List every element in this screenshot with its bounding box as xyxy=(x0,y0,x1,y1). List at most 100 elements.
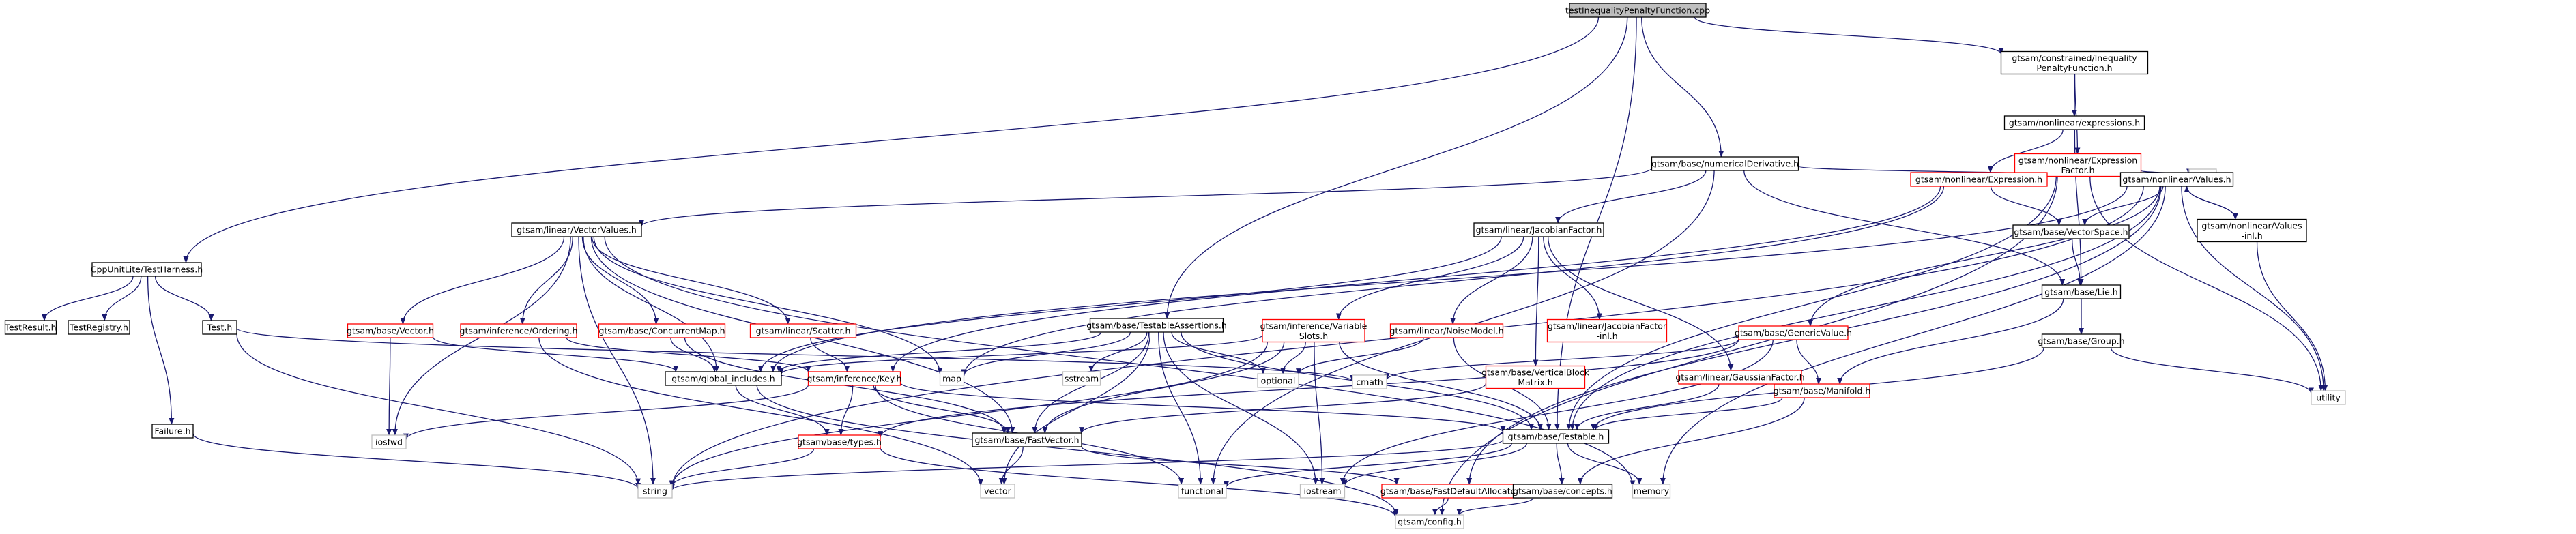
node-fastdefaultallocator[interactable]: gtsam/base/FastDefaultAllocator.h xyxy=(1380,484,1526,499)
node-vectorvalues[interactable]: gtsam/linear/VectorValues.h xyxy=(511,222,642,237)
node-label: gtsam/base/VectorSpace.h xyxy=(2014,227,2128,237)
node-label: PenaltyFunction.h xyxy=(2036,63,2112,73)
node-iosfwd: iosfwd xyxy=(371,434,407,449)
node-concepts[interactable]: gtsam/base/concepts.h xyxy=(1512,484,1613,499)
node-box xyxy=(202,320,237,335)
node-concurrentmap[interactable]: gtsam/base/ConcurrentMap.h xyxy=(598,323,726,338)
node-box xyxy=(1473,222,1604,237)
node-functional: functional xyxy=(1178,484,1227,499)
node-testregistry[interactable]: TestRegistry.h xyxy=(68,320,130,335)
edge-lie-to-manifold xyxy=(1837,298,2064,385)
node-box xyxy=(1352,374,1387,389)
node-testresult[interactable]: TestResult.h xyxy=(4,320,57,335)
node-inf_ordering[interactable]: gtsam/inference/Ordering.h xyxy=(460,323,578,338)
edge-inf_key-to-testable xyxy=(899,382,1506,433)
node-label: gtsam/base/TestableAssertions.h xyxy=(1086,321,1227,331)
node-vectorspace[interactable]: gtsam/base/VectorSpace.h xyxy=(2012,224,2130,239)
node-box xyxy=(2003,115,2145,130)
edge-group-to-utility xyxy=(2110,347,2314,395)
node-numericalderivative[interactable]: gtsam/base/numericalDerivative.h xyxy=(1651,156,1799,171)
node-inf_key[interactable]: gtsam/inference/Key.h xyxy=(807,371,902,386)
node-box xyxy=(1512,484,1613,499)
edge-testableassertions-to-global_includes xyxy=(776,331,1102,372)
node-global_includes[interactable]: gtsam/global_includes.h xyxy=(665,371,782,386)
node-testableassertions[interactable]: gtsam/base/TestableAssertions.h xyxy=(1086,318,1227,333)
edge-constrained_ineq-to-nl_expressionfactor xyxy=(2074,74,2081,155)
node-label: gtsam/nonlinear/expressions.h xyxy=(2009,118,2140,128)
node-box xyxy=(749,323,857,338)
edge-vectorvalues-to-inf_ordering xyxy=(519,236,573,325)
node-box xyxy=(1262,318,1365,343)
node-box xyxy=(1062,371,1101,386)
node-failure_h[interactable]: Failure.h xyxy=(151,424,194,439)
node-nl_expression[interactable]: gtsam/nonlinear/Expression.h xyxy=(1910,172,2048,187)
edge-cppunit_harness-to-testregistry xyxy=(102,276,142,321)
edge-vectorvalues-to-global_includes xyxy=(583,236,720,372)
edge-nl_expressionfactor-to-utility xyxy=(2089,176,2324,391)
node-nl_expressions[interactable]: gtsam/nonlinear/expressions.h xyxy=(2003,115,2145,130)
node-constrained_ineq[interactable]: gtsam/constrained/InequalityPenaltyFunct… xyxy=(2000,50,2149,75)
node-label: gtsam/linear/JacobianFactor xyxy=(1548,321,1667,331)
edge-testableassertions-to-iostream xyxy=(1163,331,1318,485)
node-label: sstream xyxy=(1065,374,1099,384)
edge-inf_key-to-iosfwd xyxy=(403,384,809,441)
node-label: gtsam/inference/Variable xyxy=(1260,321,1367,331)
edge-jacobianfactor-to-global_includes xyxy=(757,236,1502,372)
node-nl_values_inl[interactable]: gtsam/nonlinear/Values-inl.h xyxy=(2197,218,2307,243)
node-label: Matrix.h xyxy=(1518,377,1552,387)
edge-nl_expressionfactor-to-config xyxy=(1439,176,2058,516)
node-box xyxy=(1178,484,1227,499)
edge-nl_values-to-global_includes xyxy=(770,186,2128,372)
node-label: gtsam/base/Testable.h xyxy=(1508,432,1604,442)
edge-numericalderivative-to-vectorvalues xyxy=(639,167,1653,227)
node-genericvalue[interactable]: gtsam/base/GenericValue.h xyxy=(1735,325,1852,340)
node-box xyxy=(1651,156,1799,171)
node-vector: vector xyxy=(980,484,1015,499)
edge-nl_expression-to-vectorspace xyxy=(1990,186,2062,226)
node-label: gtsam/nonlinear/Values xyxy=(2201,220,2302,231)
edge-root-to-numericalderivative xyxy=(1641,16,1724,158)
node-jacobianfactor[interactable]: gtsam/linear/JacobianFactor.h xyxy=(1473,222,1604,237)
edge-jacobianfactor-to-noisemodel xyxy=(1450,236,1533,325)
node-label: gtsam/base/Lie.h xyxy=(2044,287,2117,297)
edge-nl_expression-to-inf_key xyxy=(890,186,1941,372)
node-lie[interactable]: gtsam/base/Lie.h xyxy=(2041,284,2122,299)
node-iostream: iostream xyxy=(1299,484,1346,499)
node-optional: optional xyxy=(1257,373,1299,388)
edge-inf_key-to-fastvector xyxy=(873,385,1011,434)
edge-linear_scatter-to-inf_key xyxy=(810,337,850,372)
node-label: gtsam/nonlinear/Expression xyxy=(2018,155,2137,165)
edge-genericvalue-to-manifold xyxy=(1796,339,1822,385)
node-noisemodel[interactable]: gtsam/linear/NoiseModel.h xyxy=(1389,323,1504,338)
node-test_h[interactable]: Test.h xyxy=(202,320,237,335)
node-base_vector[interactable]: gtsam/base/Vector.h xyxy=(347,323,434,338)
node-fastvector[interactable]: gtsam/base/FastVector.h xyxy=(972,432,1082,447)
node-box xyxy=(1502,429,1610,444)
node-linear_scatter[interactable]: gtsam/linear/Scatter.h xyxy=(749,323,857,338)
node-cppunit_harness[interactable]: CppUnitLite/TestHarness.h xyxy=(91,262,203,277)
node-box xyxy=(598,323,726,338)
edge-fastdefaultallocator-to-config xyxy=(1432,497,1449,516)
node-base_types[interactable]: gtsam/base/types.h xyxy=(797,434,882,449)
edge-nl_values-to-memory xyxy=(1660,186,2166,485)
node-box xyxy=(1678,370,1802,385)
node-label: gtsam/base/FastDefaultAllocator.h xyxy=(1380,486,1526,496)
edge-test_h-to-string xyxy=(236,333,641,486)
node-label: map xyxy=(942,374,961,384)
node-gaussianfactor[interactable]: gtsam/linear/GaussianFactor.h xyxy=(1675,370,1805,385)
node-group[interactable]: gtsam/base/Group.h xyxy=(2038,333,2125,348)
node-label: gtsam/base/numericalDerivative.h xyxy=(1651,159,1799,169)
node-box xyxy=(2012,224,2130,239)
edge-testable-to-iostream xyxy=(1342,443,1527,487)
node-box xyxy=(2311,390,2346,405)
node-nl_values[interactable]: gtsam/nonlinear/Values.h xyxy=(2119,172,2234,187)
node-label: testInequalityPenaltyFunction.cpp xyxy=(1565,5,1710,16)
node-manifold[interactable]: gtsam/base/Manifold.h xyxy=(1774,383,1871,398)
node-testable[interactable]: gtsam/base/Testable.h xyxy=(1502,429,1610,444)
node-label: Slots.h xyxy=(1299,331,1328,341)
node-jacobianfactor_inl[interactable]: gtsam/linear/JacobianFactor-inl.h xyxy=(1546,318,1668,343)
node-box xyxy=(2119,172,2234,187)
edge-cppunit_harness-to-failure_h xyxy=(147,276,175,425)
